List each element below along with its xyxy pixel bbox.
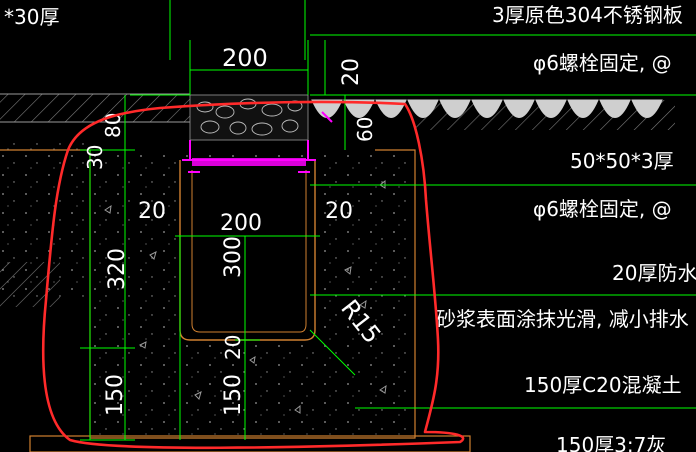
note-bolt-1: φ6螺栓固定, @ xyxy=(533,51,672,75)
concrete-channel xyxy=(0,140,471,452)
note-angle-size: 50*50*3厚 xyxy=(570,149,674,173)
grating-scallops xyxy=(311,99,663,118)
dim-bottom-mid: 150 xyxy=(221,374,246,416)
note-base: 150厚3:7灰 xyxy=(556,433,666,452)
dimension-lines xyxy=(80,0,696,441)
note-steel-plate: 3厚原色304不锈钢板 xyxy=(492,3,683,27)
note-bolt-2: φ6螺栓固定, @ xyxy=(533,197,672,221)
note-concrete: 150厚C20混凝土 xyxy=(524,373,682,397)
dim-lip-60: 60 xyxy=(353,117,377,142)
dim-bottom-20: 20 xyxy=(221,335,245,360)
dim-inner-depth: 300 xyxy=(221,236,246,278)
dim-left-height: 320 xyxy=(105,248,130,290)
red-markup-outline xyxy=(41,100,465,450)
dim-top-width: 200 xyxy=(222,44,268,72)
note-mortar: 砂浆表面涂抹光滑, 减小排水 xyxy=(436,307,689,331)
dim-left-30: 30 xyxy=(83,145,107,170)
note-waterproof: 20厚防水 xyxy=(612,261,696,285)
dim-right-wall: 20 xyxy=(325,199,353,224)
dim-top-right-20: 20 xyxy=(339,58,364,86)
note-top-left: *30厚 xyxy=(4,5,59,29)
dim-bottom-left: 150 xyxy=(103,374,128,416)
concrete-aggregate xyxy=(104,179,387,414)
grate-plate xyxy=(192,158,306,166)
dim-left-wall: 20 xyxy=(138,199,166,224)
dim-inner-width: 200 xyxy=(220,211,262,236)
